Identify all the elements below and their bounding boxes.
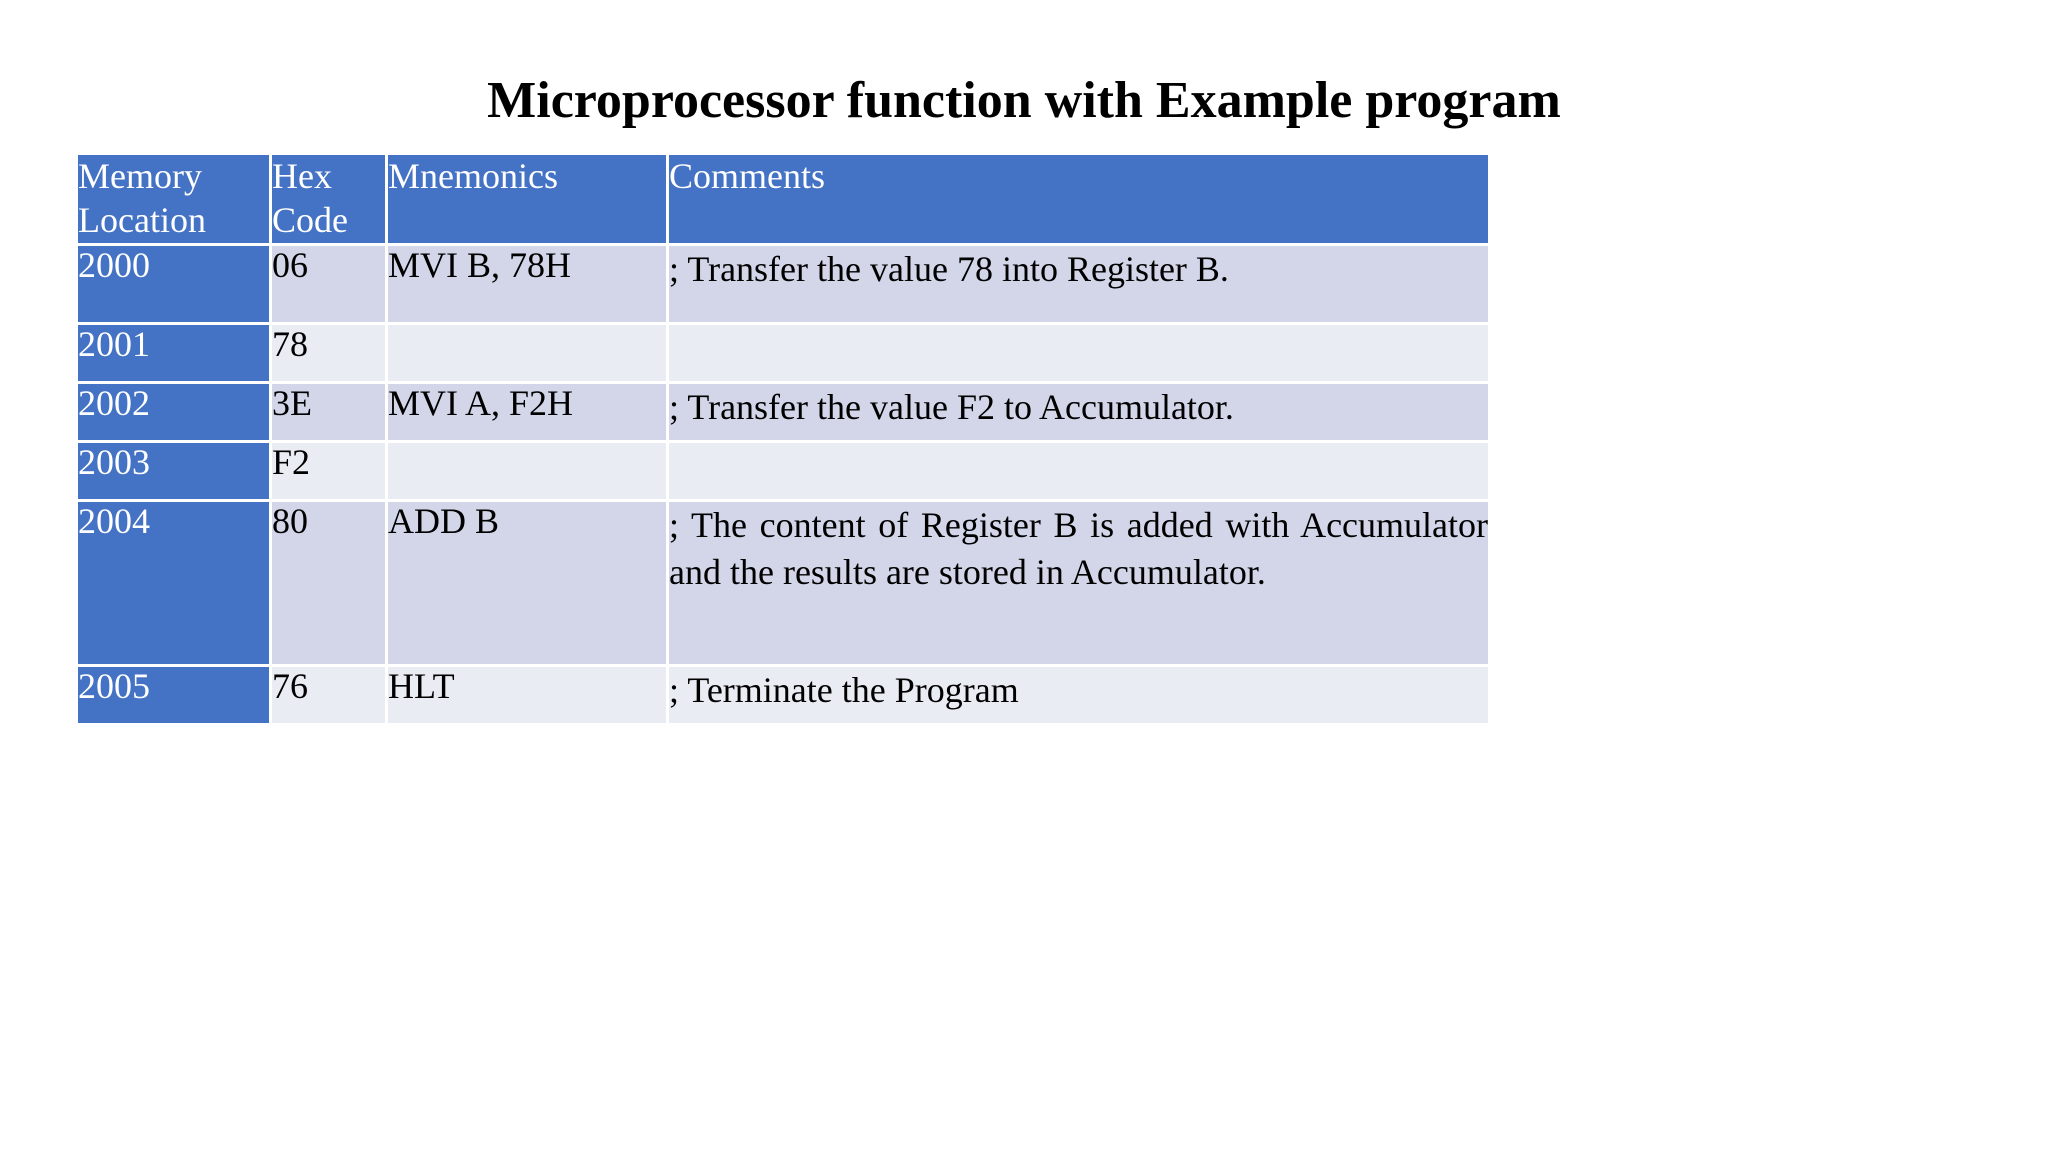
cell-mnemonic: ADD B (388, 501, 666, 664)
header-memory-line2: Location (78, 199, 206, 240)
cell-comment: ; Transfer the value F2 to Accumulator. (669, 384, 1488, 440)
program-table: Memory Location Hex Code Mnemonics Comme… (75, 152, 1491, 726)
cell-comment: ; Terminate the Program (669, 667, 1488, 723)
table-row: 2001 78 (78, 324, 1488, 381)
cell-memory-location: 2002 (78, 383, 269, 440)
table-row: 2005 76 HLT ; Terminate the Program (78, 666, 1488, 723)
cell-mnemonic: MVI A, F2H (388, 383, 666, 440)
table-header: Memory Location Hex Code Mnemonics Comme… (78, 155, 1488, 243)
cell-hex-code: F2 (272, 442, 385, 499)
cell-comment: ; Transfer the value 78 into Register B. (669, 246, 1488, 322)
cell-hex-code: 76 (272, 666, 385, 723)
header-hex-line1: Hex (272, 156, 332, 196)
cell-mnemonic: HLT (388, 666, 666, 723)
table-row: 2003 F2 (78, 442, 1488, 499)
cell-comment-text: ; The content of Register B is added wit… (669, 505, 1488, 592)
cell-mnemonic (388, 325, 666, 381)
cell-hex-code: 06 (272, 245, 385, 322)
cell-memory-location: 2001 (78, 324, 269, 381)
cell-mnemonic (388, 443, 666, 499)
table-row: 2004 80 ADD B ; The content of Register … (78, 501, 1488, 664)
cell-memory-location: 2003 (78, 442, 269, 499)
cell-comment (669, 325, 1488, 381)
table-row: 2000 06 MVI B, 78H ; Transfer the value … (78, 245, 1488, 322)
page-title: Microprocessor function with Example pro… (487, 72, 1561, 129)
program-table-container: Memory Location Hex Code Mnemonics Comme… (78, 155, 1488, 723)
table-body: 2000 06 MVI B, 78H ; Transfer the value … (78, 245, 1488, 723)
column-header-mnemonics: Mnemonics (388, 155, 666, 243)
cell-comment (669, 443, 1488, 499)
header-memory-line1: Memory (78, 156, 202, 196)
cell-hex-code: 78 (272, 324, 385, 381)
cell-memory-location: 2000 (78, 245, 269, 322)
header-mnemonics-label: Mnemonics (388, 156, 558, 196)
cell-hex-code: 3E (272, 383, 385, 440)
header-row: Memory Location Hex Code Mnemonics Comme… (78, 155, 1488, 243)
table-row: 2002 3E MVI A, F2H ; Transfer the value … (78, 383, 1488, 440)
column-header-memory-location: Memory Location (78, 155, 269, 243)
column-header-comments: Comments (669, 155, 1488, 243)
cell-mnemonic: MVI B, 78H (388, 245, 666, 322)
cell-memory-location: 2004 (78, 501, 269, 664)
cell-hex-code: 80 (272, 501, 385, 664)
cell-memory-location: 2005 (78, 666, 269, 723)
header-comments-label: Comments (669, 156, 826, 196)
header-hex-line2: Code (272, 199, 348, 240)
column-header-hex-code: Hex Code (272, 155, 385, 243)
cell-comment: ; The content of Register B is added wit… (669, 502, 1488, 664)
